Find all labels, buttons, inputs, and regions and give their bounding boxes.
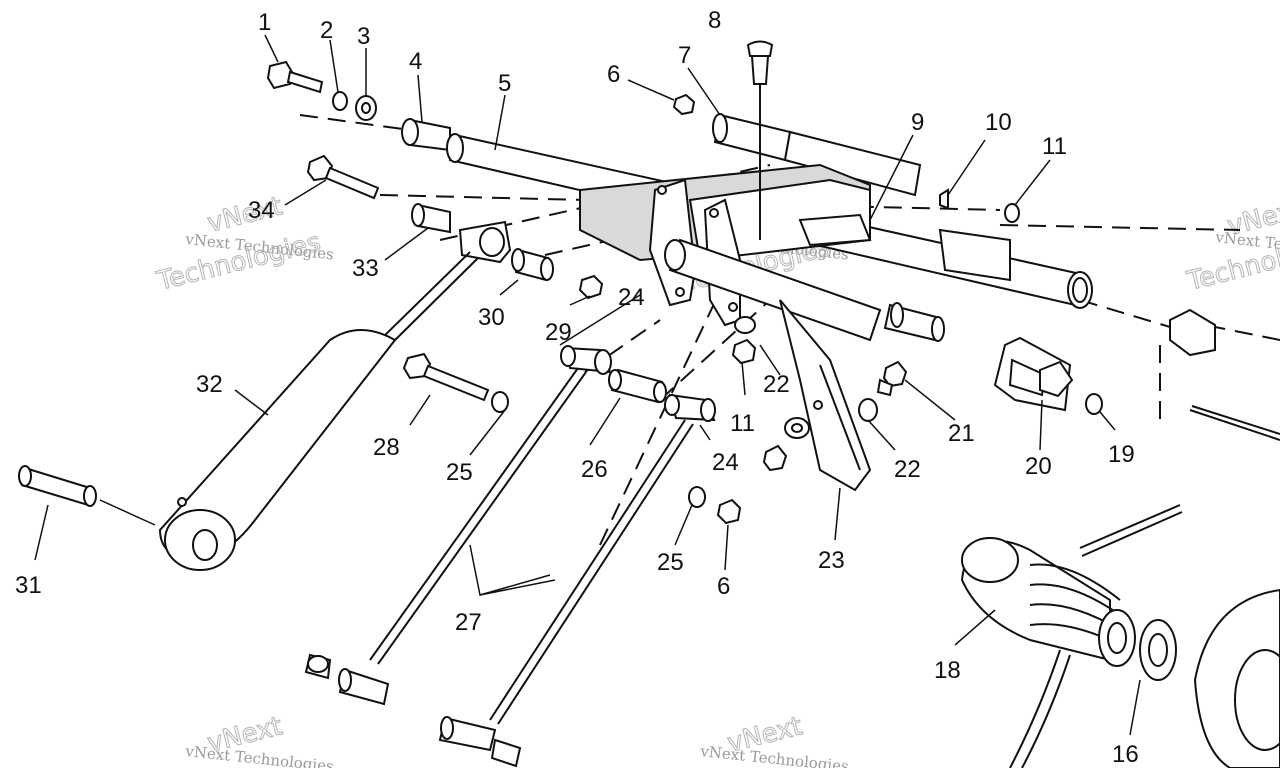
callout-number: 9	[911, 109, 924, 136]
callout-number: 25	[446, 459, 473, 486]
callout-number: 2	[320, 17, 333, 44]
callout-number: 10	[985, 109, 1012, 136]
sleeve-31	[18, 465, 156, 526]
rear-fitting	[1169, 308, 1280, 441]
callout-number: 31	[15, 572, 42, 599]
callout-number: 25	[657, 549, 684, 576]
callout-number: 16	[1112, 741, 1139, 768]
small-hardware	[798, 188, 1020, 247]
callout-number: 18	[934, 657, 961, 684]
callout-number: 22	[763, 371, 790, 398]
spring-pulley	[960, 504, 1280, 768]
callout-number: 23	[818, 547, 845, 574]
idler-arm	[779, 299, 872, 492]
callout-number: 5	[498, 70, 511, 97]
leader-lines	[34, 34, 1141, 736]
bolt-8	[746, 40, 774, 240]
callout-number: 4	[409, 48, 422, 75]
callout-number: 21	[948, 420, 975, 447]
callout-number: 24	[712, 449, 739, 476]
callout-number: 22	[894, 456, 921, 483]
callout-number: 8	[708, 7, 721, 34]
callout-number: 29	[545, 319, 572, 346]
callout-number: 28	[373, 434, 400, 461]
bolt-1	[266, 60, 377, 121]
callout-number: 32	[196, 371, 223, 398]
callout-number: 7	[678, 42, 691, 69]
strap-bracket	[993, 336, 1103, 415]
nut-6-top	[672, 93, 696, 116]
callout-number: 24	[618, 284, 645, 311]
callout-number: 3	[357, 23, 370, 50]
callout-number: 6	[717, 573, 730, 600]
callout-numbers: 1 2 3 4 5 6 7 8 9 10 11 34 33 30 29 24 3…	[15, 7, 1139, 768]
rear-shaft	[712, 113, 922, 197]
bolt-34	[306, 154, 451, 234]
callout-number: 11	[730, 410, 755, 437]
link-rods	[304, 345, 716, 768]
callout-number: 11	[1042, 133, 1067, 160]
callout-number: 19	[1108, 441, 1135, 468]
callout-number: 27	[455, 609, 482, 636]
lower-hardware	[688, 316, 908, 525]
bushing-30	[511, 248, 604, 300]
callout-number: 26	[581, 456, 608, 483]
callout-number: 20	[1025, 453, 1052, 480]
bolt-28	[402, 352, 509, 413]
callout-number: 30	[478, 304, 505, 331]
center-shaft	[664, 238, 945, 342]
callout-number: 1	[258, 9, 271, 36]
callout-number: 34	[248, 197, 275, 224]
callout-number: 33	[352, 255, 379, 282]
shock-absorber	[158, 220, 512, 571]
callout-number: 6	[607, 61, 620, 88]
